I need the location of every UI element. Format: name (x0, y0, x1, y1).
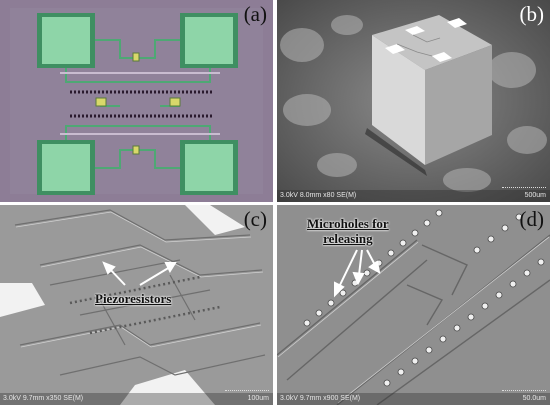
sem-structure-image (0, 205, 273, 405)
microholes-annotation-line-2: releasing (323, 231, 373, 246)
panel-b-sem-cube: (b) 3.0kV 8.0mm x80 SE(M) 500um (277, 0, 550, 202)
optical-device-image (0, 0, 273, 202)
sem-cube-image (277, 0, 550, 202)
panel-d-label: (d) (519, 207, 545, 231)
piezoresistors-annotation: Piezoresistors (95, 291, 172, 306)
panel-a-optical-micrograph: (a) (0, 0, 273, 202)
panel-d-scale-bar: 50.0um (522, 395, 546, 402)
panel-d-sem-microholes: Microholes for releasing (d) 3.0kV 9.7mm… (277, 205, 550, 405)
panel-b-scale-ticks (502, 187, 546, 191)
microholes-annotation-line-1: Microholes for (307, 216, 389, 231)
panel-d-info-bar: 3.0kV 9.7mm x900 SE(M) 50.0um (277, 390, 550, 405)
sem-microholes-image (277, 205, 550, 405)
panel-b-label: (b) (519, 2, 545, 26)
panel-d-scale-ticks (502, 390, 546, 394)
panel-c-label: (c) (243, 207, 267, 231)
panel-c-sem-structure: Piezoresistors (c) 3.0kV 9.7mm x350 SE(M… (0, 205, 273, 405)
panel-b-sem-params: 3.0kV 8.0mm x80 SE(M) (280, 192, 357, 199)
panel-d-sem-params: 3.0kV 9.7mm x900 SE(M) (280, 395, 361, 402)
panel-c-sem-params: 3.0kV 9.7mm x350 SE(M) (3, 395, 84, 402)
panel-b-scale-bar: 500um (524, 192, 546, 199)
panel-c-scale-ticks (225, 390, 269, 394)
panel-b-info-bar: 3.0kV 8.0mm x80 SE(M) 500um (277, 187, 550, 202)
microholes-annotation: Microholes for releasing (307, 216, 389, 246)
panel-a-label: (a) (243, 2, 267, 26)
panel-c-info-bar: 3.0kV 9.7mm x350 SE(M) 100um (0, 390, 273, 405)
panel-c-scale-bar: 100um (247, 395, 269, 402)
